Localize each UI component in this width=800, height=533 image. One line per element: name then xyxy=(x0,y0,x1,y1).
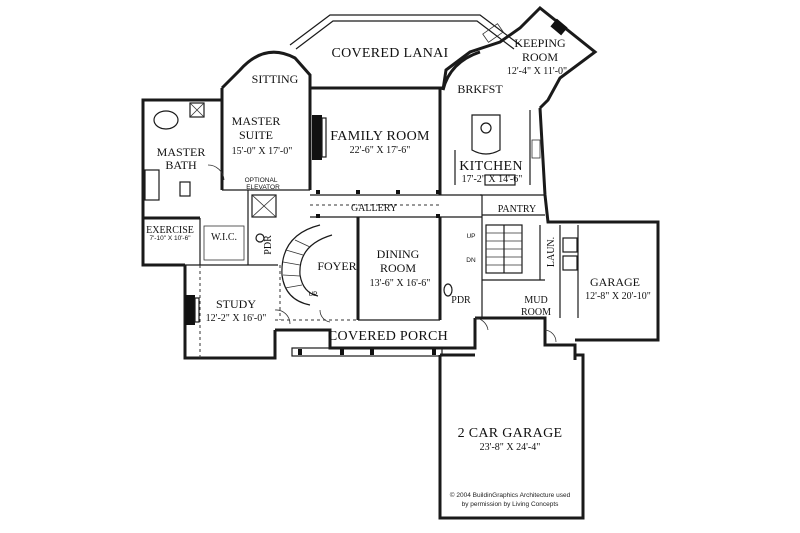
brkfst-label: BRKFST xyxy=(457,82,503,96)
mud-room-label-1: MUD xyxy=(524,295,547,306)
dining-room-label-2: ROOM xyxy=(380,261,416,275)
two-car-garage-label: 2 CAR GARAGE xyxy=(458,426,563,441)
covered-lanai-outline xyxy=(289,14,521,50)
keeping-room-walls xyxy=(441,5,598,110)
keeping-room-dims: 12'-4" X 11'-0" xyxy=(507,66,567,77)
mud-room-label-2: ROOM xyxy=(521,307,551,318)
family-room-label: FAMILY ROOM xyxy=(330,129,430,144)
sitting-label: SITTING xyxy=(252,72,299,86)
master-bath-fixtures xyxy=(144,102,205,201)
optional-elevator-label-2: ELEVATOR xyxy=(246,184,280,191)
kitchen-dims: 17'-2" X 14'-6" xyxy=(462,174,523,185)
master-bath-label-2: BATH xyxy=(165,158,197,172)
garage-dims: 12'-8" X 20'-10" xyxy=(585,291,651,302)
garage-label: GARAGE xyxy=(590,275,640,289)
covered-lanai-label: COVERED LANAI xyxy=(331,46,448,61)
covered-porch-label: COVERED PORCH xyxy=(328,329,448,344)
credit-line-1: © 2004 BuildinGraphics Architecture used xyxy=(450,491,571,499)
pdr-right-label: PDR xyxy=(451,295,471,306)
study-label: STUDY xyxy=(216,297,256,311)
exercise-dims: 7'-10" X 10'-6" xyxy=(149,235,191,242)
foyer-stair-up-label: UP xyxy=(308,291,317,298)
two-car-garage-dims: 23'-8" X 24'-4" xyxy=(480,442,541,453)
exercise-label: EXERCISE xyxy=(146,225,194,236)
gallery-label: GALLERY xyxy=(351,203,397,214)
kitchen-label: KITCHEN xyxy=(459,159,523,174)
pantry-label: PANTRY xyxy=(498,204,537,215)
wic-closet xyxy=(203,225,245,261)
keeping-room-label-2: ROOM xyxy=(522,50,558,64)
keeping-fireplace xyxy=(550,18,568,36)
master-suite-label-2: SUITE xyxy=(239,128,273,142)
kitchen-fixtures xyxy=(454,110,541,186)
wic-label: W.I.C. xyxy=(211,232,237,243)
keeping-room-label-1: KEEPING xyxy=(514,36,566,50)
pdr-left-label: PDR xyxy=(263,235,274,255)
master-suite-dims: 15'-0" X 17'-0" xyxy=(232,146,293,157)
elevator-shaft xyxy=(251,194,277,218)
porch-columns xyxy=(291,347,443,357)
laundry-fixtures xyxy=(562,225,579,318)
gallery-beams xyxy=(199,204,440,358)
two-car-garage-walls xyxy=(438,353,585,520)
foyer-label: FOYER xyxy=(317,259,356,273)
master-bath-label-1: MASTER xyxy=(157,145,206,159)
family-room-dims: 22'-6" X 17'-6" xyxy=(350,145,411,156)
columns xyxy=(316,190,440,218)
dining-room-label-1: DINING xyxy=(377,247,420,261)
dining-room-dims: 13'-6" X 16'-6" xyxy=(370,278,431,289)
pdr-fixtures xyxy=(255,233,453,297)
lanai-vent xyxy=(482,23,504,43)
stair-up-label: UP xyxy=(466,233,475,240)
study-dims: 12'-2" X 16'-0" xyxy=(206,313,267,324)
optional-elevator-label-1: OPTIONAL xyxy=(245,177,278,184)
study-fireplace xyxy=(185,295,200,325)
interior-walls xyxy=(143,88,561,321)
door-swings xyxy=(207,164,557,343)
family-fireplace xyxy=(312,115,327,160)
spiral-stair xyxy=(281,224,333,306)
master-suite-label-1: MASTER xyxy=(232,114,281,128)
laun-label: LAUN. xyxy=(546,237,557,267)
credit-line-2: by permission by Living Concepts xyxy=(462,501,560,508)
kitchen-stair xyxy=(485,224,523,274)
sitting-bay-wall xyxy=(220,50,312,90)
stair-dn-label: DN xyxy=(466,257,476,264)
